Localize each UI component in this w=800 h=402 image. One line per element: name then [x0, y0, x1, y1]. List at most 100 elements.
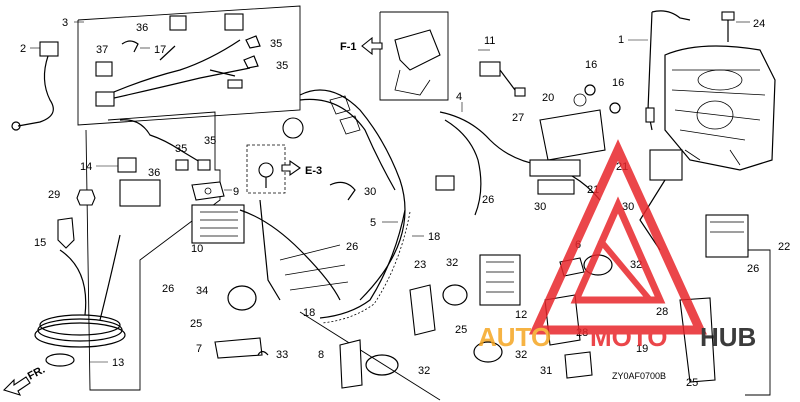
- part-f1-bracket: [394, 29, 441, 96]
- callout-36b: 36: [148, 167, 160, 179]
- part-29-nut: [76, 189, 96, 206]
- callout-11: 11: [484, 35, 495, 47]
- callout-25c: 25: [686, 377, 698, 389]
- callout-8: 8: [318, 349, 324, 361]
- part-35-clips-top: [243, 35, 261, 69]
- ignition-coil: [639, 149, 683, 251]
- callout-32d: 32: [630, 259, 642, 271]
- part-33-clip: [257, 350, 269, 356]
- callout-35d: 35: [204, 135, 216, 147]
- callout-14: 14: [80, 161, 92, 173]
- part-8-stay: [339, 339, 363, 389]
- callout-28a: 28: [656, 306, 668, 318]
- callout-18b: 18: [303, 307, 315, 319]
- callout-31: 31: [540, 365, 552, 377]
- part-2-battery-cable: [11, 41, 59, 131]
- part-15-terminal: [57, 217, 75, 249]
- part-10-regulator: [191, 204, 245, 244]
- callout-18a: 18: [428, 231, 440, 243]
- part-11-connector-bracket: [478, 49, 516, 91]
- callout-22: 22: [778, 241, 790, 253]
- callout-19: 19: [636, 343, 648, 355]
- callout-35c: 35: [175, 143, 187, 155]
- part-9-bracket: [191, 181, 232, 201]
- part-e3-switch: [258, 117, 304, 188]
- arrow-f1-icon: [361, 36, 383, 56]
- callout-7: 7: [196, 343, 202, 355]
- callout-32a: 32: [446, 257, 458, 269]
- frame-line-bottom: [299, 311, 441, 401]
- callout-25b: 25: [455, 324, 467, 336]
- callout-15: 15: [34, 237, 46, 249]
- engine-block: [664, 45, 776, 171]
- callout-35b: 35: [276, 60, 288, 72]
- part-24-bolt: [721, 11, 750, 42]
- callout-32c: 32: [418, 365, 430, 377]
- callout-34: 34: [196, 285, 208, 297]
- diagram-code: ZY0AF0700B: [612, 371, 666, 381]
- callout-labels: 1 2 3 4 5 6 7 8 9 10 11 12 13 14 15 16 1…: [20, 17, 790, 389]
- watermark-moto: MOTO: [590, 322, 668, 352]
- part-4-harness: [435, 102, 601, 216]
- part-30-clip-mid: [329, 181, 356, 201]
- callout-30c: 30: [622, 201, 634, 213]
- callout-26b: 26: [346, 241, 358, 253]
- callout-25a: 25: [190, 318, 202, 330]
- direction-label-f1: F-1: [340, 41, 357, 53]
- callout-12: 12: [515, 309, 527, 321]
- callout-2: 2: [20, 43, 26, 55]
- part-22-control-unit: [705, 214, 749, 258]
- callout-23: 23: [414, 259, 426, 271]
- frame-group-14: [85, 111, 221, 391]
- part-17-clip: [121, 40, 150, 53]
- part-32-rectifier: [479, 254, 521, 306]
- watermark-hub: HUB: [700, 322, 756, 352]
- callout-33: 33: [276, 349, 288, 361]
- callout-26d: 26: [747, 263, 759, 275]
- callout-32b: 32: [515, 349, 527, 361]
- arrow-e3-icon: [281, 159, 301, 177]
- callout-10: 10: [191, 243, 203, 255]
- part-34-clamp: [227, 285, 257, 311]
- reference-label-e3: E-3: [305, 165, 322, 177]
- part-7-stay: [214, 337, 263, 359]
- part-19-cover: [679, 297, 716, 383]
- callout-17: 17: [154, 44, 166, 56]
- part-18-corrugated-tube: [319, 209, 424, 324]
- direction-label-fr: FR.: [26, 364, 47, 383]
- part-21-plates: [529, 159, 581, 195]
- watermark-triangle-logo-icon: [529, 139, 707, 335]
- part-23-bracket: [409, 284, 436, 336]
- callout-29: 29: [48, 189, 60, 201]
- callout-4: 4: [456, 91, 462, 103]
- arrow-fr-icon: [2, 376, 31, 396]
- part-3-sub-harness: [74, 13, 251, 107]
- callout-36a: 36: [136, 22, 148, 34]
- part-13-battery-cable-coil: [34, 234, 126, 367]
- part-16-clips: [584, 84, 621, 114]
- callout-27: 27: [512, 112, 524, 124]
- part-20-bracket: [539, 93, 606, 161]
- frame-group-3: [77, 5, 301, 126]
- callout-1: 1: [618, 34, 624, 46]
- part-27-bolt: [514, 87, 526, 97]
- automotohub-watermark: AUTO MOTO HUB: [478, 139, 756, 352]
- callout-16b: 16: [612, 77, 624, 89]
- callout-5: 5: [370, 217, 376, 229]
- part-5-main-harness: [239, 89, 406, 301]
- frame-group-11-box: [379, 11, 449, 101]
- part-31-bracket: [564, 351, 593, 379]
- callout-26a: 26: [162, 283, 174, 295]
- callout-37: 37: [96, 44, 108, 56]
- callout-30b: 30: [534, 201, 546, 213]
- part-1-cable: [628, 10, 691, 131]
- part-14-harness: [96, 119, 211, 207]
- watermark-auto: AUTO: [478, 322, 551, 352]
- callout-3: 3: [62, 17, 68, 29]
- callout-13: 13: [112, 357, 124, 369]
- callout-16a: 16: [585, 59, 597, 71]
- callout-20: 20: [542, 92, 554, 104]
- callout-9: 9: [233, 186, 239, 198]
- callout-35a: 35: [270, 38, 282, 50]
